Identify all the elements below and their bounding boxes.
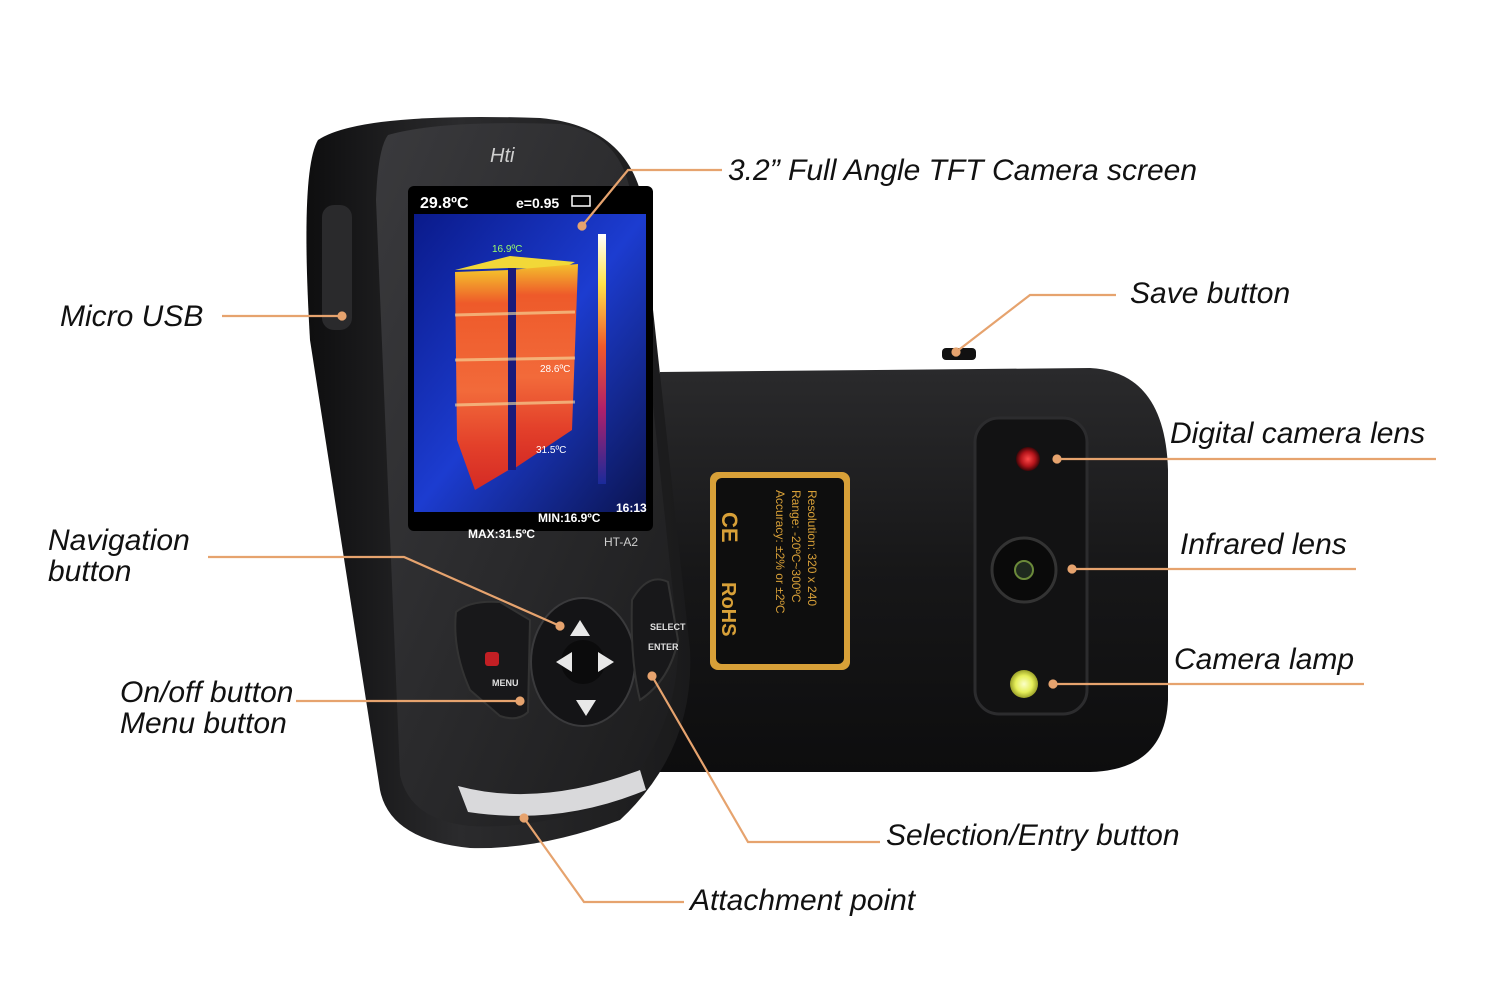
callout-infrared-lens: Infrared lens bbox=[1180, 528, 1347, 561]
attachment-bar bbox=[458, 770, 646, 816]
leader-selection bbox=[651, 675, 880, 844]
callout-navigation-line2: button bbox=[48, 555, 132, 588]
callout-screen: 3.2” Full Angle TFT Camera screen bbox=[728, 154, 1198, 187]
digital-camera-lens-icon bbox=[1016, 447, 1040, 471]
battery-icon bbox=[571, 195, 591, 207]
callout-onoff-line1: On/off button bbox=[120, 676, 294, 709]
temperature-scale-bar bbox=[598, 234, 606, 484]
brand-logo: Hti bbox=[490, 145, 515, 167]
spec-label-plate bbox=[710, 472, 850, 670]
leader-screen bbox=[581, 168, 722, 227]
screen-temperature: 29.8ºC bbox=[420, 195, 469, 212]
callout-micro-usb: Micro USB bbox=[60, 300, 204, 333]
arrow-up-icon bbox=[570, 620, 590, 636]
spot-min-label: 31.5ºC bbox=[536, 445, 566, 456]
spec-accuracy: Accuracy: ±2% or ±2ºC bbox=[773, 490, 787, 614]
arrow-down-icon bbox=[576, 700, 596, 716]
callout-digital-camera-lens: Digital camera lens bbox=[1170, 417, 1426, 450]
callout-selection-entry: Selection/Entry button bbox=[886, 819, 1180, 852]
callout-attachment-point: Attachment point bbox=[690, 884, 916, 917]
ce-mark: CE bbox=[717, 512, 742, 543]
rohs-mark: RoHS bbox=[717, 582, 739, 636]
arrow-right-icon bbox=[598, 652, 614, 672]
spot-max-label: 16.9ºC bbox=[492, 244, 522, 255]
callout-camera-lamp: Camera lamp bbox=[1174, 643, 1355, 676]
control-buttons bbox=[454, 578, 680, 727]
callout-onoff-line2: Menu button bbox=[120, 707, 287, 740]
camera-lamp-icon bbox=[1010, 670, 1038, 698]
menu-label: MENU bbox=[492, 678, 519, 688]
spot-center-label: 28.6ºC bbox=[540, 364, 570, 375]
thermal-screen bbox=[408, 186, 653, 531]
leader-lines bbox=[208, 168, 1436, 904]
enter-label: ENTER bbox=[648, 642, 679, 652]
side-port-cover bbox=[322, 205, 352, 330]
min-readout: MIN:16.9ºC bbox=[538, 511, 601, 525]
leader-attachment bbox=[523, 817, 684, 904]
model-label: HT-A2 bbox=[604, 535, 638, 549]
power-icon bbox=[485, 652, 499, 666]
arrow-left-icon bbox=[556, 652, 572, 672]
select-enter-button[interactable] bbox=[630, 578, 680, 702]
lens-module bbox=[973, 416, 1089, 716]
select-label: SELECT bbox=[650, 622, 686, 632]
leader-navigation bbox=[208, 555, 561, 628]
clock-readout: 16:13 bbox=[616, 501, 647, 515]
screen-emissivity: e=0.95 bbox=[516, 195, 559, 211]
device-text: Hti 29.8ºC e=0.95 16.9ºC 28.6ºC 31.5ºC M… bbox=[420, 145, 819, 688]
callout-navigation-line1: Navigation bbox=[48, 524, 190, 557]
leader-save bbox=[955, 293, 1116, 353]
spec-resolution: Resolution: 320 x 240 bbox=[805, 490, 819, 606]
spec-range: Range: -20ºC~300ºC bbox=[789, 490, 803, 603]
callout-save-button: Save button bbox=[1130, 277, 1291, 310]
max-readout: MAX:31.5ºC bbox=[468, 527, 535, 541]
